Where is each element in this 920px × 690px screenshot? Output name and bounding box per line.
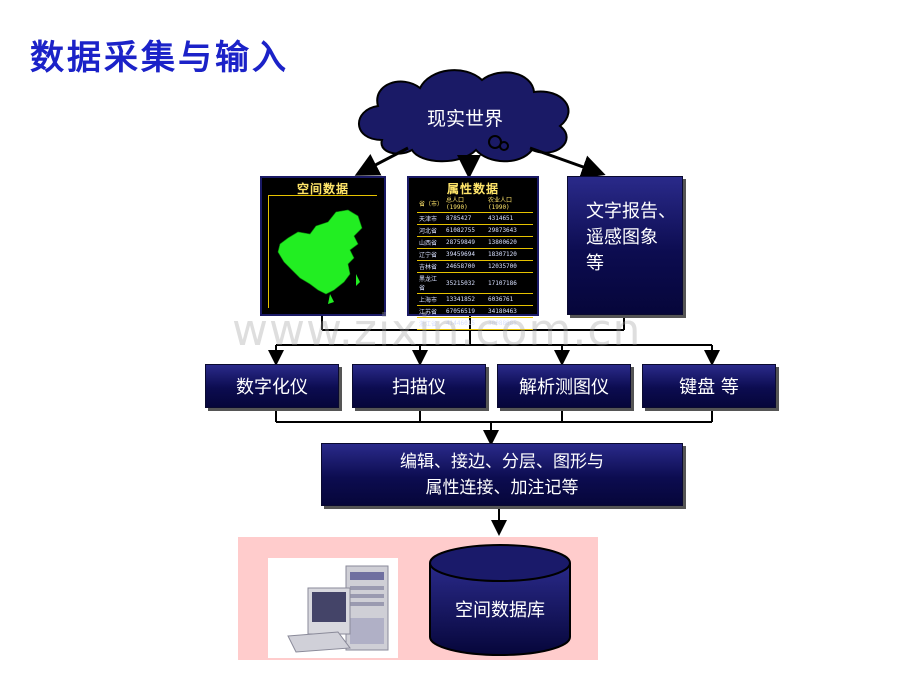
computer-image xyxy=(268,558,398,658)
table-cell: 17107186 xyxy=(486,272,533,294)
china-map-icon xyxy=(277,209,363,304)
attribute-data-title: 属性数据 xyxy=(446,182,499,196)
table-row: 辽宁省 39459694 18307120 xyxy=(417,248,533,261)
page-title: 数据采集与输入 xyxy=(30,38,289,78)
table-cell: 30088085 xyxy=(486,317,533,330)
processing-box: 编辑、接边、分层、图形与 属性连接、加注记等 xyxy=(321,443,683,506)
table-cell: 67056519 xyxy=(444,305,486,318)
table-row: 天津市 8785427 4314651 xyxy=(417,212,533,225)
table-row: 黑龙江省 35215032 17107186 xyxy=(417,272,533,294)
table-cell: 上海市 xyxy=(417,293,445,306)
table-cell: 天津市 xyxy=(417,212,445,225)
table-cell: 辽宁省 xyxy=(417,248,445,261)
header-cell: 总人口(1990) xyxy=(444,194,486,213)
cloud-shape xyxy=(358,69,570,163)
table-cell: 8785427 xyxy=(444,212,486,225)
table-cell: 12035700 xyxy=(486,260,533,273)
table-cell: 黑龙江省 xyxy=(417,272,445,294)
table-cell: 13341852 xyxy=(444,293,486,306)
scanner-box: 扫描仪 xyxy=(352,364,486,408)
analytical-plotter-box: 解析测图仪 xyxy=(497,364,631,408)
spatial-database-label: 空间数据库 xyxy=(455,600,545,621)
watermark-text: www.zixin.com.cn xyxy=(232,305,642,356)
table-header-row: 省（市） 总人口(1990) 农业人口(1990) xyxy=(417,194,533,213)
table-cell: 39459694 xyxy=(444,248,486,261)
processing-line-2: 属性连接、加注记等 xyxy=(425,477,579,498)
table-cell: 28759849 xyxy=(444,236,486,249)
table-row: 吉林省 24658700 12035700 xyxy=(417,260,533,273)
table-cell: 6036761 xyxy=(486,293,533,306)
attribute-data-panel: 属性数据 省（市） 总人口(1990) 农业人口(1990) 天津市 87854… xyxy=(407,176,539,330)
table-cell: 61082755 xyxy=(444,224,486,237)
table-row: 山西省 28759849 13800620 xyxy=(417,236,533,249)
table-row: 上海市 13341852 6036761 xyxy=(417,293,533,306)
table-row: 河北省 61082755 29873643 xyxy=(417,224,533,237)
text-reports-box: 文字报告、 遥感图象 等 xyxy=(567,176,683,315)
header-cell: 农业人口(1990) xyxy=(486,194,533,213)
spatial-data-title: 空间数据 xyxy=(296,182,349,196)
spatial-data-panel: 空间数据 xyxy=(260,176,386,316)
table-cell: 29873643 xyxy=(486,224,533,237)
table-cell: 13800620 xyxy=(486,236,533,249)
processing-line-1: 编辑、接边、分层、图形与 xyxy=(400,451,604,472)
table-cell: 河北省 xyxy=(417,224,445,237)
table-row: 江苏省 67056519 34180463 xyxy=(417,305,533,318)
digitizer-box: 数字化仪 xyxy=(205,364,339,408)
table-cell: 吉林省 xyxy=(417,260,445,273)
real-world-cloud-label: 现实世界 xyxy=(426,108,503,130)
computer-icon xyxy=(287,565,389,653)
table-cell: 24658700 xyxy=(444,260,486,273)
table-cell: 18307120 xyxy=(486,248,533,261)
table-cell: 山西省 xyxy=(417,236,445,249)
table-cell: 浙江省 xyxy=(417,317,445,330)
keyboard-box: 键盘 等 xyxy=(642,364,776,408)
header-cell: 省（市） xyxy=(417,194,445,213)
database-cylinder xyxy=(429,544,571,656)
panel-frame xyxy=(268,195,377,308)
table-cell: 4314651 xyxy=(486,212,533,225)
table-cell: 41446015 xyxy=(444,317,486,330)
table-row: 浙江省 41446015 30088085 xyxy=(417,317,533,330)
table-cell: 34180463 xyxy=(486,305,533,318)
table-cell: 江苏省 xyxy=(417,305,445,318)
attribute-table: 省（市） 总人口(1990) 农业人口(1990) 天津市 8785427 43… xyxy=(417,194,533,330)
table-cell: 35215032 xyxy=(444,272,486,294)
